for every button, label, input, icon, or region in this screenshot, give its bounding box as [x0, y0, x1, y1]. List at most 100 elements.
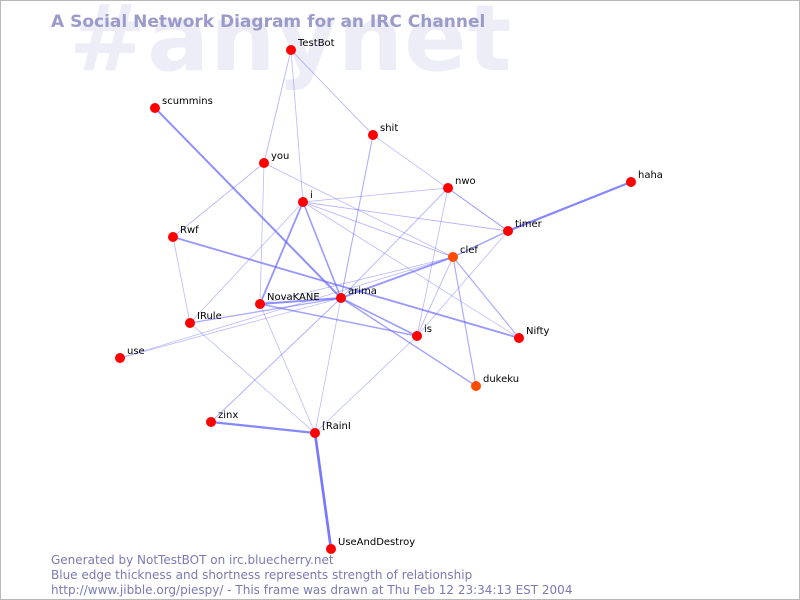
edge-Rwf-IRule — [172, 236, 191, 324]
node-dot — [255, 299, 265, 309]
node-label: UseAndDestroy — [338, 537, 415, 548]
node-dot — [150, 103, 160, 113]
node-use: use — [115, 346, 145, 363]
edge-scummins-arima — [154, 107, 342, 299]
edge-TestBot-you — [263, 49, 292, 164]
footer-timestamp: http://www.jibble.org/piespy/ - This fra… — [51, 583, 573, 597]
node-haha: haha — [626, 170, 663, 187]
node-you: you — [259, 151, 289, 168]
node-label: IRule — [197, 311, 222, 322]
node-dot — [514, 333, 524, 343]
edge-nwo-arima — [340, 187, 449, 299]
node-shit: shit — [368, 123, 398, 140]
edge-clef-dukeku — [452, 256, 477, 387]
edge-arima-IRainI — [314, 297, 342, 434]
edge-nwo-is — [416, 187, 449, 337]
node-dot — [259, 158, 269, 168]
node-dot — [336, 293, 346, 303]
node-label: i — [310, 190, 313, 201]
node-IRainI: [RainI — [310, 421, 351, 438]
edge-layer — [119, 49, 633, 551]
node-dot — [115, 353, 125, 363]
edge-clef-Nifty — [452, 256, 520, 339]
node-dot — [286, 45, 296, 55]
node-label: timer — [515, 219, 543, 230]
node-label: nwo — [455, 176, 476, 187]
node-i: i — [298, 190, 313, 207]
node-Nifty: Nifty — [514, 326, 550, 343]
node-dot — [471, 381, 481, 391]
node-scummins: scummins — [150, 96, 213, 113]
node-dot — [443, 183, 453, 193]
edge-TestBot-shit — [290, 49, 374, 136]
edge-arima-zinx — [210, 297, 342, 423]
node-dot — [168, 232, 178, 242]
edge-nwo-timer — [447, 187, 509, 232]
node-label: Nifty — [526, 326, 550, 337]
edge-arima-dukeku — [340, 297, 477, 387]
edge-NovaKANE-clef — [259, 256, 454, 305]
edge-is-clef — [416, 256, 454, 337]
node-IRule: IRule — [185, 311, 222, 328]
node-label: dukeku — [483, 374, 519, 385]
node-label: Rwf — [180, 225, 199, 236]
node-label: haha — [638, 170, 663, 181]
node-label: use — [127, 346, 145, 357]
edge-arima-clef — [340, 256, 454, 299]
node-dot — [503, 226, 513, 236]
edge-i-nwo — [302, 187, 449, 203]
node-dot — [448, 252, 458, 262]
edge-you-clef — [263, 162, 454, 258]
node-TestBot: TestBot — [286, 38, 335, 55]
node-arima: arima — [336, 286, 377, 303]
edge-timer-is — [416, 230, 509, 337]
edge-i-timer — [302, 201, 509, 232]
edge-haha-timer — [506, 180, 633, 233]
edge-IRainI-zinx — [209, 420, 317, 435]
node-dot — [626, 177, 636, 187]
node-label: zinx — [218, 410, 238, 421]
node-label: arima — [348, 286, 377, 297]
edge-Rwf-Nifty — [172, 236, 520, 339]
edge-Rwf-you — [172, 162, 265, 238]
footer: Generated by NotTestBOT on irc.bluecherr… — [51, 553, 572, 598]
node-label: TestBot — [297, 38, 335, 49]
node-label: is — [424, 324, 432, 335]
edge-shit-arima — [340, 134, 374, 299]
diagram-title: A Social Network Diagram for an IRC Chan… — [51, 12, 486, 32]
footer-legend-note: Blue edge thickness and shortness repres… — [51, 568, 473, 582]
node-dot — [298, 197, 308, 207]
edge-NovaKANE-arima — [259, 297, 342, 305]
node-UseAndDestroy: UseAndDestroy — [326, 537, 415, 554]
edge-i-arima — [302, 201, 342, 299]
node-label: scummins — [162, 96, 213, 107]
node-label: NovaKANE — [267, 292, 320, 303]
node-nwo: nwo — [443, 176, 476, 193]
node-dot — [368, 130, 378, 140]
node-dot — [412, 331, 422, 341]
node-Rwf: Rwf — [168, 225, 199, 242]
node-is: is — [412, 324, 432, 341]
node-zinx: zinx — [206, 410, 238, 427]
node-dot — [185, 318, 195, 328]
edge-IRule-IRainI — [189, 322, 316, 434]
node-NovaKANE: NovaKANE — [255, 292, 320, 309]
edge-NovaKANE-is — [259, 303, 418, 337]
edge-i-NovaKANE — [259, 201, 304, 305]
node-label: [RainI — [322, 421, 351, 432]
node-dot — [326, 544, 336, 554]
edge-use-clef — [119, 256, 454, 359]
edge-shit-timer — [372, 134, 509, 232]
node-dot — [206, 417, 216, 427]
node-dot — [310, 428, 320, 438]
edge-arima-IRule — [189, 297, 342, 324]
node-layer: TestBotscumminsshityouhahanwoitimerRwfcl… — [115, 38, 663, 554]
footer-generated-by: Generated by NotTestBOT on irc.bluecherr… — [51, 553, 334, 567]
edge-use-arima — [119, 297, 342, 359]
edge-i-IRule — [189, 201, 304, 324]
edge-TestBot-i — [290, 49, 304, 203]
edge-i-Nifty — [302, 201, 520, 339]
edge-you-NovaKANE — [259, 162, 265, 305]
